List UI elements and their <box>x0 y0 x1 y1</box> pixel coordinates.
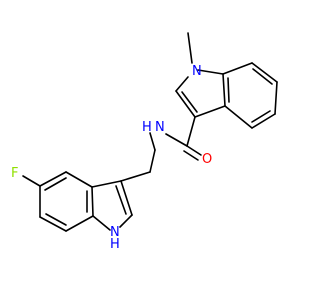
bond-c7-c6-double <box>252 68 273 85</box>
bond-lc3a-lc4 <box>65 171 93 188</box>
bond-lc3a-lc3 <box>91 180 122 188</box>
structure-diagram: N H N O F N H <box>11 32 278 252</box>
bond-lc7-lc7a <box>65 215 94 232</box>
bond-ch2-ch2 <box>149 149 156 173</box>
atom-indole-h: H <box>110 237 120 252</box>
bond-lc4-lc5 <box>39 171 67 187</box>
bond-c3a-c7a-inner <box>227 77 230 103</box>
atom-amide-h: H <box>142 120 152 135</box>
atom-n-methyl-indole: N <box>192 64 202 79</box>
bond-c5-c4 <box>251 113 276 129</box>
bond-c2-c3 <box>175 90 196 118</box>
bond-ln1-lc7a <box>92 215 111 231</box>
bond-lc7a-lc3a <box>91 186 94 217</box>
bond-carbonyl-o-double <box>183 150 199 161</box>
atom-indole-n: N <box>110 225 120 240</box>
bond-c3-carbonyl <box>186 116 196 147</box>
atom-amide-n: N <box>155 120 165 135</box>
bond-n-ch2 <box>149 132 156 151</box>
bond-c7-c6 <box>251 62 278 83</box>
bond-lc3-lc2 <box>120 180 133 216</box>
bond-c6-c5 <box>274 81 278 115</box>
bond-c7a-c7 <box>222 62 253 75</box>
bond-lc4-lc5-double <box>44 177 67 191</box>
molecule-canvas: N H N O F N H <box>11 32 278 252</box>
bond-c3a-c7a <box>222 73 226 107</box>
bond-lc2-ln1 <box>119 214 133 228</box>
bond-c-f <box>22 175 41 187</box>
atom-fluorine: F <box>11 166 18 181</box>
bond-n1-c2 <box>175 76 189 92</box>
bond-ch2-c3-lower <box>120 171 151 182</box>
atom-amide-o: O <box>202 152 212 167</box>
bond-c7a-n1 <box>197 69 224 75</box>
bond-lc3-lc2-double <box>115 185 127 215</box>
bond-c5-c4-double <box>251 110 271 123</box>
bond-lines <box>22 32 278 232</box>
bond-carbonyl-o <box>186 145 202 156</box>
bond-c4-c3a <box>224 105 253 129</box>
bond-c2-c3-double <box>181 91 198 113</box>
bond-c3-c3a <box>194 105 226 118</box>
bond-methyl <box>187 32 193 64</box>
bond-lc6-lc7-double <box>45 213 67 226</box>
atom-labels: N H N O F N H <box>11 64 212 252</box>
bond-carbonyl-n <box>165 133 188 147</box>
bond-lc6-lc7 <box>39 216 67 232</box>
